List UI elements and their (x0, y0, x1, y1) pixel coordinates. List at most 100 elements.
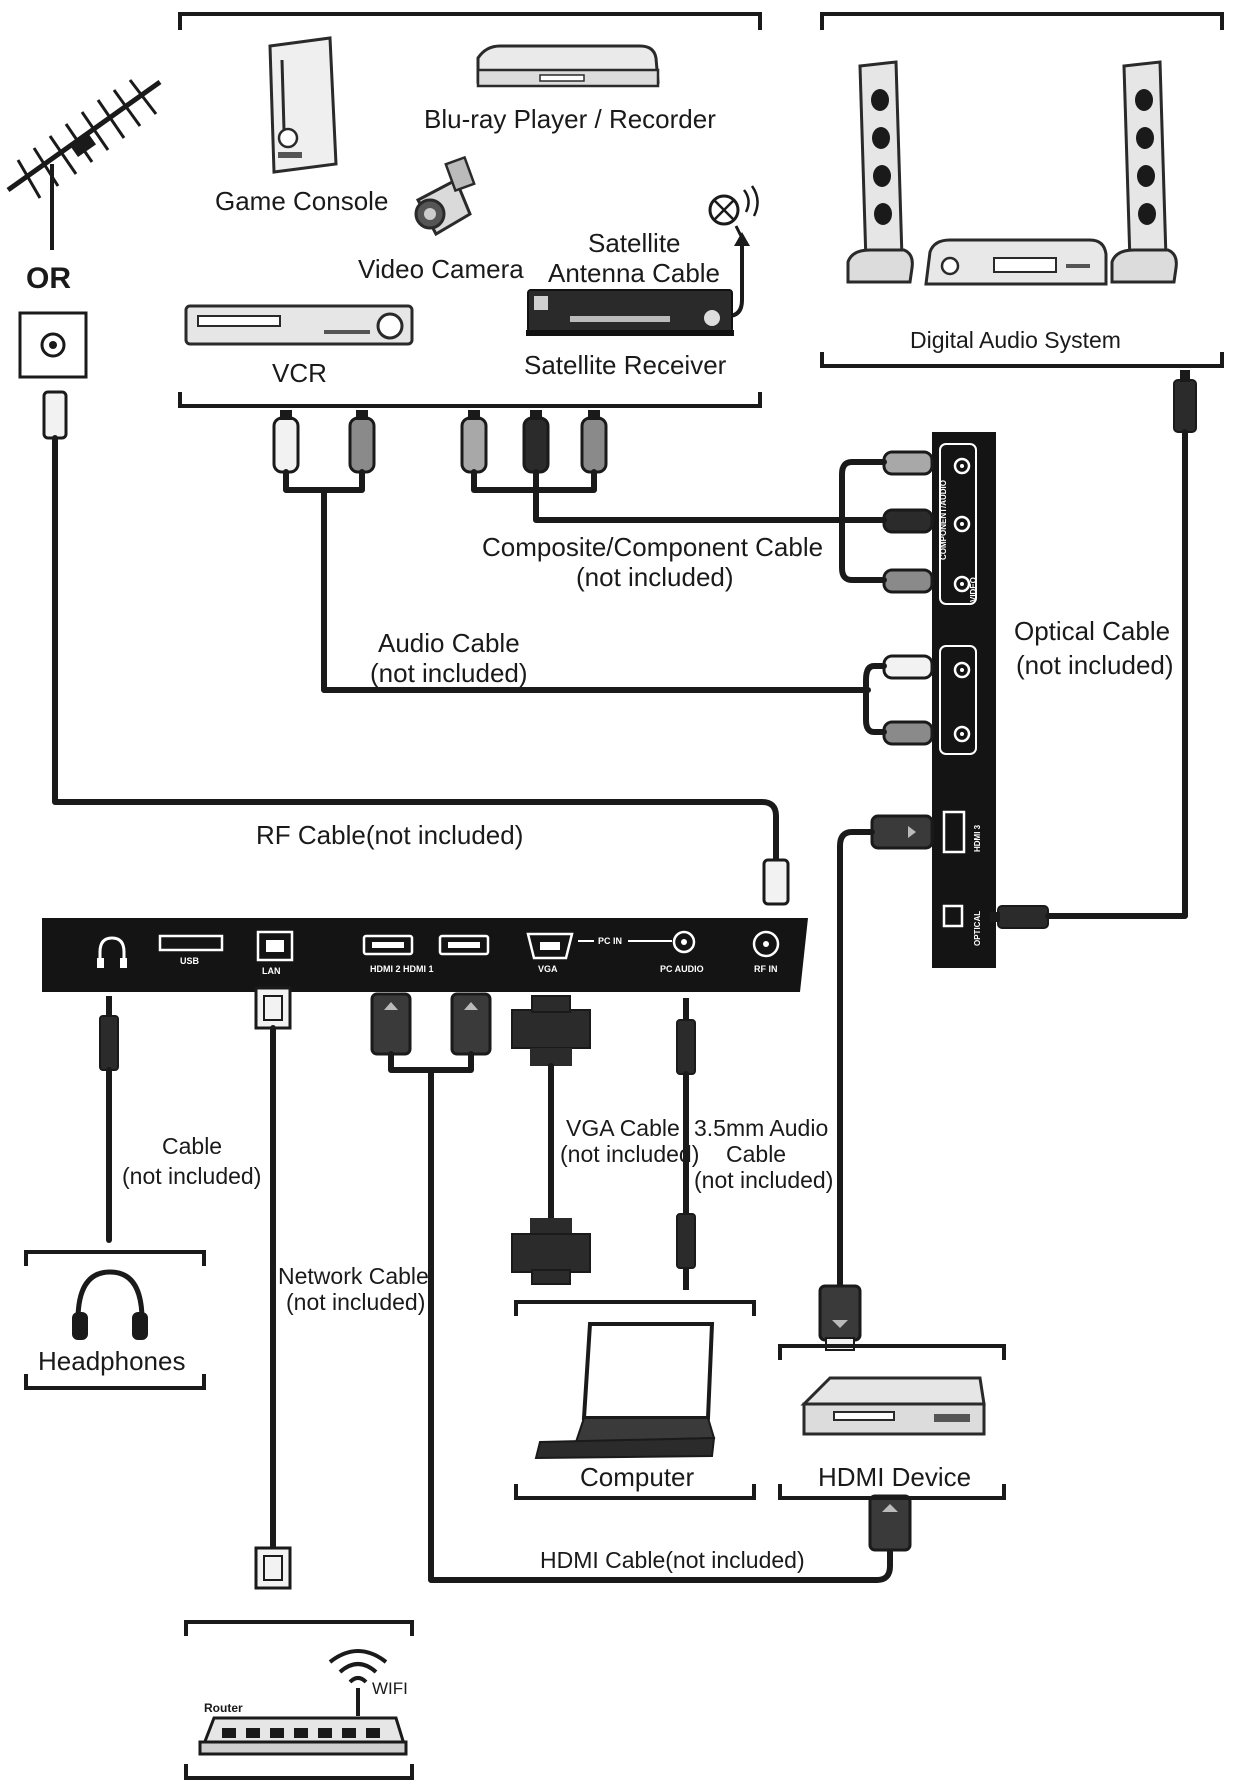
hdmi2-port (362, 934, 414, 956)
wifi-label: WIFI (372, 1679, 408, 1698)
antenna-arrow-icon (734, 232, 750, 246)
wall-outlet-icon (18, 311, 88, 379)
tv-back-panel (42, 918, 808, 992)
speaker-left-icon (846, 60, 914, 284)
component-audio-port-label: COMPONENT/AUDIO (939, 480, 948, 560)
lan-port (256, 930, 294, 962)
game-console-icon (268, 36, 338, 174)
headphones-bracket-top (24, 1250, 206, 1266)
hdmi-ports-label: HDMI 2 HDMI 1 (370, 964, 434, 974)
headphone-cable-label-1: Cable (162, 1133, 222, 1159)
vcr-label: VCR (272, 358, 327, 388)
top-devices-bracket-bottom (178, 392, 762, 408)
audio35-label-1: 3.5mm Audio (694, 1115, 828, 1141)
vga-port (526, 932, 574, 960)
network-cable-label-1: Network Cable (278, 1263, 429, 1289)
hdmi3-port (942, 810, 966, 854)
hdmi-device-bracket-bottom (778, 1484, 1006, 1500)
hdmi-device-plug-bottom (868, 1494, 912, 1552)
vga-cable-label-2: (not included) (560, 1141, 699, 1167)
top-devices-bracket-top (178, 12, 762, 30)
audio35-label-3: (not included) (694, 1167, 833, 1193)
headphone-plug (99, 996, 119, 1071)
satellite-dish-icon (708, 185, 759, 239)
side-rca-plug-1 (882, 450, 934, 476)
wifi-icon (328, 1649, 388, 1716)
satellite-receiver-icon (526, 289, 734, 336)
hdmi-cable-label: HDMI Cable(not included) (540, 1547, 805, 1573)
headphones-bracket-bottom (24, 1374, 206, 1390)
satellite-receiver-label: Satellite Receiver (524, 350, 727, 380)
computer-bracket-bottom (514, 1484, 756, 1500)
optical-cable (1045, 429, 1188, 919)
optical-port (942, 904, 964, 928)
usb-port-label: USB (180, 956, 200, 966)
pc-audio-port (672, 930, 696, 954)
rca-plug-audio-white (272, 410, 300, 474)
side-jack-component-2 (953, 515, 971, 533)
computer-label: Computer (580, 1462, 694, 1492)
bluray-label: Blu-ray Player / Recorder (424, 104, 716, 134)
bluray-player-icon (476, 44, 660, 88)
rf-plug-bottom (762, 858, 790, 906)
speaker-right-icon (1110, 60, 1178, 284)
hdmi-device-icon (800, 1376, 986, 1436)
satellite-label-line1: Satellite (588, 228, 681, 258)
side-rca-plug-3 (882, 568, 934, 594)
side-rca-plug-4 (882, 654, 934, 680)
vga-cable-label-1: VGA Cable (566, 1115, 680, 1141)
optical-cable-label-2: (not included) (1016, 650, 1174, 680)
hdmi2-plug (370, 992, 412, 1056)
audio-cable (283, 469, 887, 735)
side-rca-plug-2 (882, 508, 934, 534)
side-optical-plug (990, 905, 1049, 929)
hdmi3-cable (837, 829, 875, 1289)
audio-cable-label-2: (not included) (370, 658, 528, 688)
video-port-label: VIDEO (969, 577, 978, 602)
audio35-label-2: Cable (726, 1141, 786, 1167)
router-bracket-bottom (184, 1764, 414, 1780)
vga-port-label: VGA (538, 964, 558, 974)
pc-in-label: PC IN (598, 936, 622, 946)
side-jack-audio-r (953, 661, 971, 679)
satellite-label-line2: Antenna Cable (548, 258, 720, 288)
lan-port-label: LAN (262, 966, 281, 976)
optical-plug-top (1173, 370, 1197, 433)
antenna-icon (6, 79, 162, 250)
headphone-cable-label-2: (not included) (122, 1163, 261, 1189)
computer-bracket-top (514, 1300, 756, 1316)
rca-plug-audio-gray (348, 410, 376, 474)
router-label: Router (204, 1701, 243, 1715)
rca-plug-component-1 (460, 410, 488, 474)
composite-cable-label-2: (not included) (576, 562, 734, 592)
router-icon (198, 1716, 408, 1756)
vga-plug-top (511, 995, 591, 1066)
hdmi-cable (388, 1051, 893, 1583)
rca-plug-component-3 (580, 410, 608, 474)
hdmi-device-label: HDMI Device (818, 1462, 971, 1492)
hdmi-device-bracket-top (778, 1344, 1006, 1360)
pc-audio-plug-bottom (676, 1213, 696, 1290)
hdmi-device-plug-top (818, 1284, 862, 1351)
or-label: OR (26, 262, 71, 295)
side-jack-audio-l (953, 725, 971, 743)
side-jack-video (953, 575, 971, 593)
side-rca-plug-5 (882, 720, 934, 746)
component-cable (471, 459, 887, 583)
usb-port (158, 934, 224, 952)
rf-cable (52, 435, 779, 863)
pc-audio-plug-top (676, 998, 696, 1075)
optical-port-label: OPTICAL (973, 911, 982, 946)
network-cable-label-2: (not included) (286, 1289, 425, 1315)
headphones-label: Headphones (38, 1346, 185, 1376)
hdmi3-port-label: HDMI 3 (973, 824, 982, 852)
digital-audio-system-label: Digital Audio System (910, 327, 1121, 353)
audio-receiver-icon (924, 238, 1108, 286)
video-camera-icon (414, 155, 476, 237)
router-bracket-top (184, 1620, 414, 1636)
game-console-label: Game Console (215, 186, 388, 216)
audio-cable-label-1: Audio Cable (378, 628, 520, 658)
side-hdmi-plug (870, 814, 934, 850)
pc-audio-port-label: PC AUDIO (660, 964, 704, 974)
laptop-icon (534, 1322, 716, 1460)
